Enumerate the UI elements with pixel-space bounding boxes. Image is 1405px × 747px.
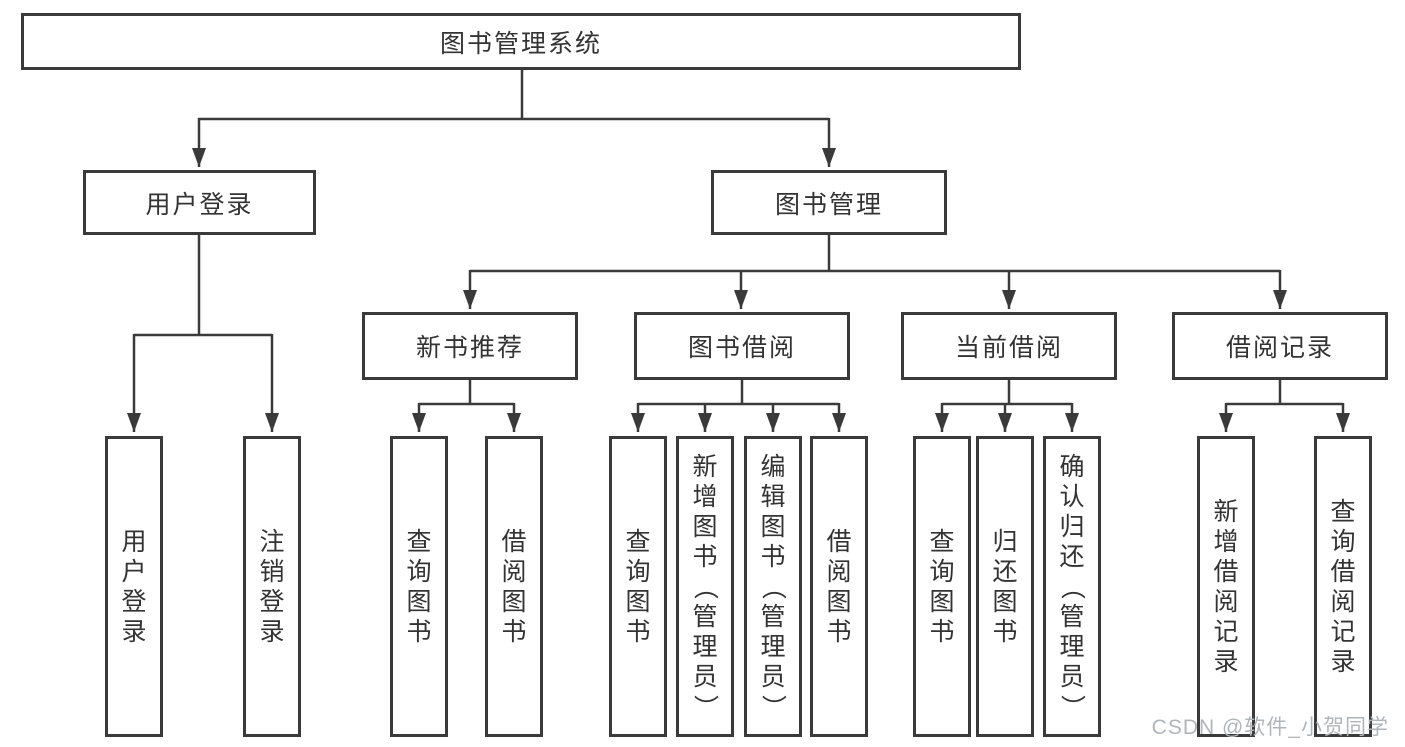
leaf-label: 查询借阅记录	[1330, 497, 1356, 676]
node-book-borrow: 图书借阅	[634, 312, 850, 380]
leaf-query-books-borrow: 查询图书	[609, 436, 667, 737]
connector-borrow-records	[1226, 380, 1343, 406]
leaf-label: 新增借阅记录	[1213, 497, 1239, 676]
node-new-book-recommend: 新书推荐	[362, 312, 578, 380]
leaf-borrow-books-recommend: 借阅图书	[485, 436, 543, 737]
leaf-logout: 注销登录	[243, 436, 301, 737]
node-book-management: 图书管理	[711, 170, 947, 235]
node-label: 新书推荐	[415, 334, 524, 362]
node-label: 图书借阅	[687, 334, 796, 362]
node-current-borrow: 当前借阅	[901, 312, 1117, 380]
leaf-label: 归还图书	[992, 527, 1018, 646]
connector-book-management	[470, 235, 1280, 273]
node-label: 图书管理系统	[439, 29, 602, 58]
leaf-label: 用户登录	[121, 527, 147, 646]
leaf-label: 新增图书（管理员）	[691, 452, 719, 720]
leaf-label: 确认归还（管理员）	[1058, 452, 1086, 720]
leaf-label: 注销登录	[259, 527, 285, 646]
leaf-label: 查询图书	[929, 527, 955, 646]
node-label: 当前借阅	[954, 334, 1063, 362]
leaf-label: 查询图书	[625, 527, 651, 646]
connector-book-borrow	[638, 380, 839, 406]
connector-user-login	[134, 235, 272, 337]
csdn-watermark: CSDN @软件_小贺同学	[1151, 716, 1389, 739]
leaf-query-borrow-record: 查询借阅记录	[1314, 436, 1372, 737]
node-label: 用户登录	[145, 190, 254, 219]
node-label: 图书管理	[774, 190, 883, 219]
leaf-confirm-return-admin: 确认归还（管理员）	[1043, 436, 1101, 737]
leaf-add-borrow-record: 新增借阅记录	[1197, 436, 1255, 737]
node-borrow-records: 借阅记录	[1172, 312, 1388, 380]
node-library-management-system: 图书管理系统	[21, 13, 1021, 70]
leaf-label: 借阅图书	[501, 527, 527, 646]
leaf-label: 查询图书	[406, 527, 432, 646]
connector-new-book	[419, 380, 514, 406]
leaf-query-books-recommend: 查询图书	[390, 436, 448, 737]
connector-current-borrow	[942, 380, 1072, 406]
leaf-query-books-current: 查询图书	[913, 436, 971, 737]
leaf-label: 编辑图书（管理员）	[759, 452, 787, 720]
leaf-user-login: 用户登录	[105, 436, 163, 737]
node-label: 借阅记录	[1225, 334, 1334, 362]
leaf-label: 借阅图书	[826, 527, 852, 646]
leaf-borrow-books: 借阅图书	[810, 436, 868, 737]
leaf-edit-books-admin: 编辑图书（管理员）	[744, 436, 802, 737]
leaf-return-books: 归还图书	[976, 436, 1034, 737]
connector-root	[198, 70, 829, 121]
leaf-add-books-admin: 新增图书（管理员）	[676, 436, 734, 737]
node-user-login: 用户登录	[83, 170, 316, 235]
